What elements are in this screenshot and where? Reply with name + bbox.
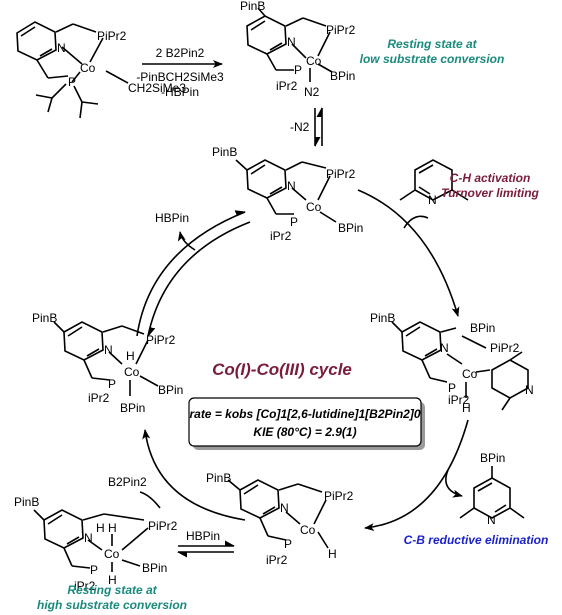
atom-co: Co bbox=[124, 365, 140, 379]
co-iii-boryl-hydride-complex: PinB N Co P PiPr2 iPr2 H BPin BPin bbox=[32, 311, 183, 415]
atom-pipr2: PiPr2 bbox=[148, 519, 178, 533]
atom-bpin: BPin bbox=[158, 383, 183, 397]
reagent-b2pin2: B2Pin2 bbox=[108, 475, 147, 489]
atom-pipr2: PiPr2 bbox=[326, 167, 356, 181]
atom-n: N bbox=[525, 383, 534, 397]
atom-p: P bbox=[108, 377, 116, 391]
atom-n: N bbox=[287, 35, 296, 49]
atom-co: Co bbox=[300, 523, 316, 537]
atom-ipr2: iPr2 bbox=[266, 553, 288, 567]
atom-bpin: BPin bbox=[338, 221, 363, 235]
reagent-2-b2pin2: 2 B2Pin2 bbox=[156, 46, 205, 60]
n2-complex: PinB N Co P PiPr2 iPr2 BPin N2 bbox=[240, 0, 356, 99]
atom-bpin: BPin bbox=[330, 69, 355, 83]
lutidine-substrate: N bbox=[399, 159, 469, 207]
atom-pinb: PinB bbox=[370, 311, 395, 325]
atom-h: H bbox=[96, 521, 105, 535]
label-resting-high-2: high substrate conversion bbox=[37, 598, 187, 612]
atom-h: H bbox=[462, 401, 471, 415]
atom-h: H bbox=[108, 521, 117, 535]
cycle-arrow-ch-activation bbox=[357, 189, 460, 317]
reagent-minus-hbpin: -HBPin bbox=[161, 85, 199, 99]
atom-p: P bbox=[68, 75, 76, 89]
label-turnover-limiting: Turnover limiting bbox=[441, 186, 539, 200]
atom-bpin: BPin bbox=[470, 321, 495, 335]
cycle-arrow-cb-elimination bbox=[364, 419, 469, 532]
atom-h: H bbox=[126, 349, 135, 363]
atom-h: H bbox=[328, 547, 337, 561]
atom-n: N bbox=[84, 531, 93, 545]
cycle-title: Co(I)-Co(III) cycle bbox=[212, 360, 352, 379]
atom-p: P bbox=[90, 563, 98, 577]
rate-law: rate = kobs [Co]1[2,6-lutidine]1[B2Pin2]… bbox=[189, 407, 420, 421]
atom-pinb: PinB bbox=[212, 145, 237, 159]
atom-pinb: PinB bbox=[240, 0, 265, 13]
borylated-lutidine-product: BPin N bbox=[459, 451, 525, 527]
atom-n: N bbox=[287, 179, 296, 193]
atom-n: N bbox=[440, 341, 449, 355]
reagent-hbpin-equilibrium: HBPin bbox=[186, 529, 220, 543]
atom-pinb: PinB bbox=[206, 471, 231, 485]
atom-pinb: PinB bbox=[32, 311, 57, 325]
rate-law-box bbox=[188, 397, 422, 447]
label-ch-activation: C-H activation bbox=[450, 171, 531, 185]
b2pin2-entry-arrow bbox=[139, 491, 161, 509]
kie-value: KIE (80°C) = 2.9(1) bbox=[253, 425, 356, 439]
atom-p: P bbox=[448, 381, 456, 395]
atom-ipr2: iPr2 bbox=[448, 393, 470, 407]
label-resting-low-1: Resting state at bbox=[387, 37, 477, 51]
atom-pipr2: PiPr2 bbox=[324, 489, 354, 503]
atom-p: P bbox=[284, 537, 292, 551]
substrate-entry-arrow bbox=[403, 215, 429, 229]
reagent-minus-n2: -N2 bbox=[290, 120, 310, 134]
atom-p: P bbox=[290, 215, 298, 229]
co-hydride-complex: PinB N Co P PiPr2 iPr2 H bbox=[206, 471, 354, 567]
atom-co: Co bbox=[80, 61, 96, 75]
atom-co: Co bbox=[104, 547, 120, 561]
atom-pipr2: PiPr2 bbox=[97, 29, 127, 43]
co-iii-aryl-hydride-complex: PinB N Co P PiPr2 iPr2 BPin H N bbox=[370, 311, 534, 415]
atom-pipr2: PiPr2 bbox=[146, 333, 176, 347]
atom-bpin: BPin bbox=[480, 451, 505, 465]
atom-co: Co bbox=[306, 200, 322, 214]
label-cb-elimination: C-B reductive elimination bbox=[404, 533, 549, 547]
co-boryl-complex: PinB N Co P PiPr2 iPr2 BPin bbox=[212, 145, 363, 243]
atom-ipr2: iPr2 bbox=[270, 229, 292, 243]
co-iii-trihydride-complex: PinB N Co P PiPr2 iPr2 H H H BPin bbox=[14, 495, 178, 593]
reagent-minus-pinbch2sime3: -PinBCH2SiMe3 bbox=[136, 70, 224, 84]
label-resting-high-1: Resting state at bbox=[67, 583, 157, 597]
atom-ch2sime3: CH2SiMe3 bbox=[128, 81, 186, 95]
atom-bpin: BPin bbox=[120, 401, 145, 415]
atom-co: Co bbox=[462, 367, 478, 381]
atom-ipr2: iPr2 bbox=[74, 579, 96, 593]
atom-n: N bbox=[280, 501, 289, 515]
cycle-arrow-hbpin-addition bbox=[147, 221, 251, 337]
atom-n2: N2 bbox=[304, 85, 320, 99]
atom-n: N bbox=[487, 513, 496, 527]
atom-p: P bbox=[294, 63, 302, 77]
atom-bpin: BPin bbox=[142, 561, 167, 575]
atom-ipr2: iPr2 bbox=[88, 391, 110, 405]
reagent-hbpin-out: HBPin bbox=[155, 211, 189, 225]
atom-n: N bbox=[57, 41, 66, 55]
atom-pinb: PinB bbox=[14, 495, 39, 509]
atom-n: N bbox=[428, 193, 437, 207]
atom-pipr2: PiPr2 bbox=[490, 341, 520, 355]
label-resting-low-2: low substrate conversion bbox=[360, 52, 505, 66]
product-release-arrow bbox=[445, 469, 463, 498]
atom-co: Co bbox=[306, 54, 322, 68]
atom-ipr2: iPr2 bbox=[276, 79, 298, 93]
atom-n: N bbox=[104, 343, 113, 357]
atom-h: H bbox=[108, 573, 117, 587]
atom-pipr2: PiPr2 bbox=[326, 23, 356, 37]
cycle-arrow-hbpin-loss bbox=[136, 210, 246, 337]
cycle-arrow-b2pin2 bbox=[142, 429, 246, 521]
hbpin-release-arrow bbox=[177, 231, 196, 251]
precatalyst-complex: N Co P PiPr2 CH2SiMe3 bbox=[16, 21, 186, 119]
